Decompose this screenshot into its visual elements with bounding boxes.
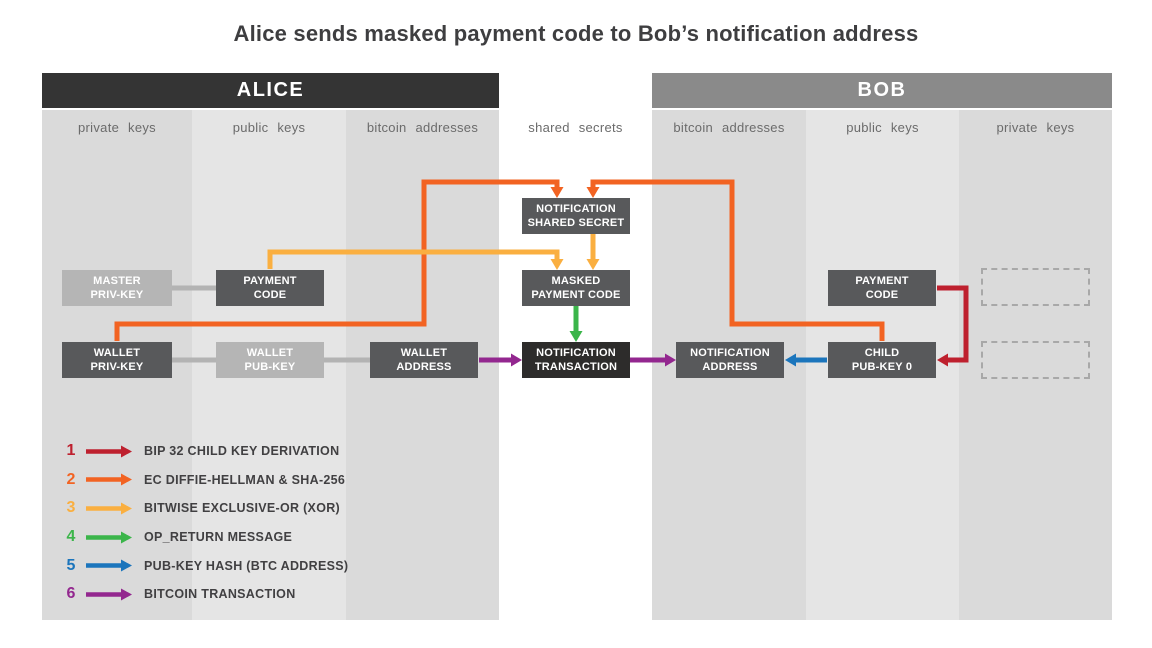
bob-panel-header: BOB <box>652 73 1112 108</box>
column-label-shared-secrets: shared secrets <box>528 120 623 135</box>
legend-arrow-icon <box>86 588 132 601</box>
box-payment-code-alice: PAYMENT CODE <box>216 270 324 306</box>
arrow-bip32-derivation-bob-head <box>937 353 948 367</box>
arrow-xor-from-payment-code <box>267 249 560 269</box>
legend-number: 2 <box>66 470 76 488</box>
box-notification-address: NOTIFICATION ADDRESS <box>676 342 784 378</box>
legend-label: OP_RETURN MESSAGE <box>144 530 293 545</box>
arrow-pubkey-hash-head <box>785 353 796 367</box>
box-bob-priv-key-placeholder-2 <box>981 341 1090 379</box>
legend-arrow-icon <box>86 502 132 515</box>
box-notification-shared-secret: NOTIFICATION SHARED SECRET <box>522 198 630 234</box>
arrow-xor-from-payment-code-head <box>550 259 564 270</box>
legend-label: BIP 32 CHILD KEY DERIVATION <box>144 444 340 459</box>
box-wallet-priv-key: WALLET PRIV-KEY <box>62 342 172 378</box>
diagram-title: Alice sends masked payment code to Bob’s… <box>233 21 919 46</box>
column-label-alice-public-keys: public keys <box>232 120 306 135</box>
box-wallet-address: WALLET ADDRESS <box>370 342 478 378</box>
box-payment-code-bob: PAYMENT CODE <box>828 270 936 306</box>
legend-arrow-icon <box>86 531 132 544</box>
legend-item-2: 2 EC DIFFIE-HELLMAN & SHA-256 <box>62 466 348 495</box>
box-master-priv-key: MASTER PRIV-KEY <box>62 270 172 306</box>
box-notification-transaction: NOTIFICATION TRANSACTION <box>522 342 630 378</box>
legend-number: 3 <box>66 499 76 517</box>
legend-arrow-icon <box>86 559 132 572</box>
legend-label: EC DIFFIE-HELLMAN & SHA-256 <box>144 472 346 487</box>
legend-item-4: 4 OP_RETURN MESSAGE <box>62 523 348 552</box>
box-wallet-pub-key: WALLET PUB-KEY <box>216 342 324 378</box>
legend-arrow-icon <box>86 445 132 458</box>
legend-arrow-icon <box>86 473 132 486</box>
column-shared-secrets: shared secrets <box>499 110 652 620</box>
legend-label: BITCOIN TRANSACTION <box>144 587 296 602</box>
legend-label: BITWISE EXCLUSIVE-OR (XOR) <box>144 501 341 516</box>
column-label-alice-private-keys: private keys <box>78 120 156 135</box>
column-label-bob-private-keys: private keys <box>996 120 1075 135</box>
box-child-pub-key-0: CHILD PUB-KEY 0 <box>828 342 936 378</box>
box-bob-priv-key-placeholder-1 <box>981 268 1090 306</box>
arrow-bip32-derivation-bob <box>937 285 969 363</box>
arrow-op-return-head <box>569 331 583 342</box>
legend-item-6: 6 BITCOIN TRANSACTION <box>62 580 348 609</box>
column-bob-private-keys: private keys <box>959 110 1112 620</box>
legend-number: 4 <box>66 528 76 546</box>
arrow-tx-notification-to-address-head <box>665 353 676 367</box>
legend-item-1: 1 BIP 32 CHILD KEY DERIVATION <box>62 437 348 466</box>
legend-item-5: 5 PUB-KEY HASH (BTC ADDRESS) <box>62 551 348 580</box>
arrow-ecdh-from-child-pubkey-head <box>586 187 600 198</box>
legend-label: PUB-KEY HASH (BTC ADDRESS) <box>144 558 349 573</box>
column-label-bob-public-keys: public keys <box>846 120 919 135</box>
arrow-xor-from-shared-secret-head <box>586 259 600 270</box>
arrow-ecdh-from-wallet-privkey-head <box>550 187 564 198</box>
legend: 1 BIP 32 CHILD KEY DERIVATION 2 EC DIFFIE-H… <box>62 437 348 609</box>
legend-item-3: 3 BITWISE EXCLUSIVE-OR (XOR) <box>62 494 348 523</box>
arrow-ecdh-from-child-pubkey <box>590 179 885 341</box>
arrow-ecdh-from-wallet-privkey <box>114 179 560 341</box>
arrow-tx-wallet-to-notification-head <box>511 353 522 367</box>
box-masked-payment-code: MASKED PAYMENT CODE <box>522 270 630 306</box>
column-label-alice-bitcoin-addresses: bitcoin addresses <box>366 120 479 135</box>
legend-number: 6 <box>66 585 76 603</box>
column-label-bob-bitcoin-addresses: bitcoin addresses <box>673 120 785 135</box>
legend-number: 1 <box>66 442 76 460</box>
legend-number: 5 <box>66 556 76 574</box>
alice-panel-header: ALICE <box>42 73 499 108</box>
